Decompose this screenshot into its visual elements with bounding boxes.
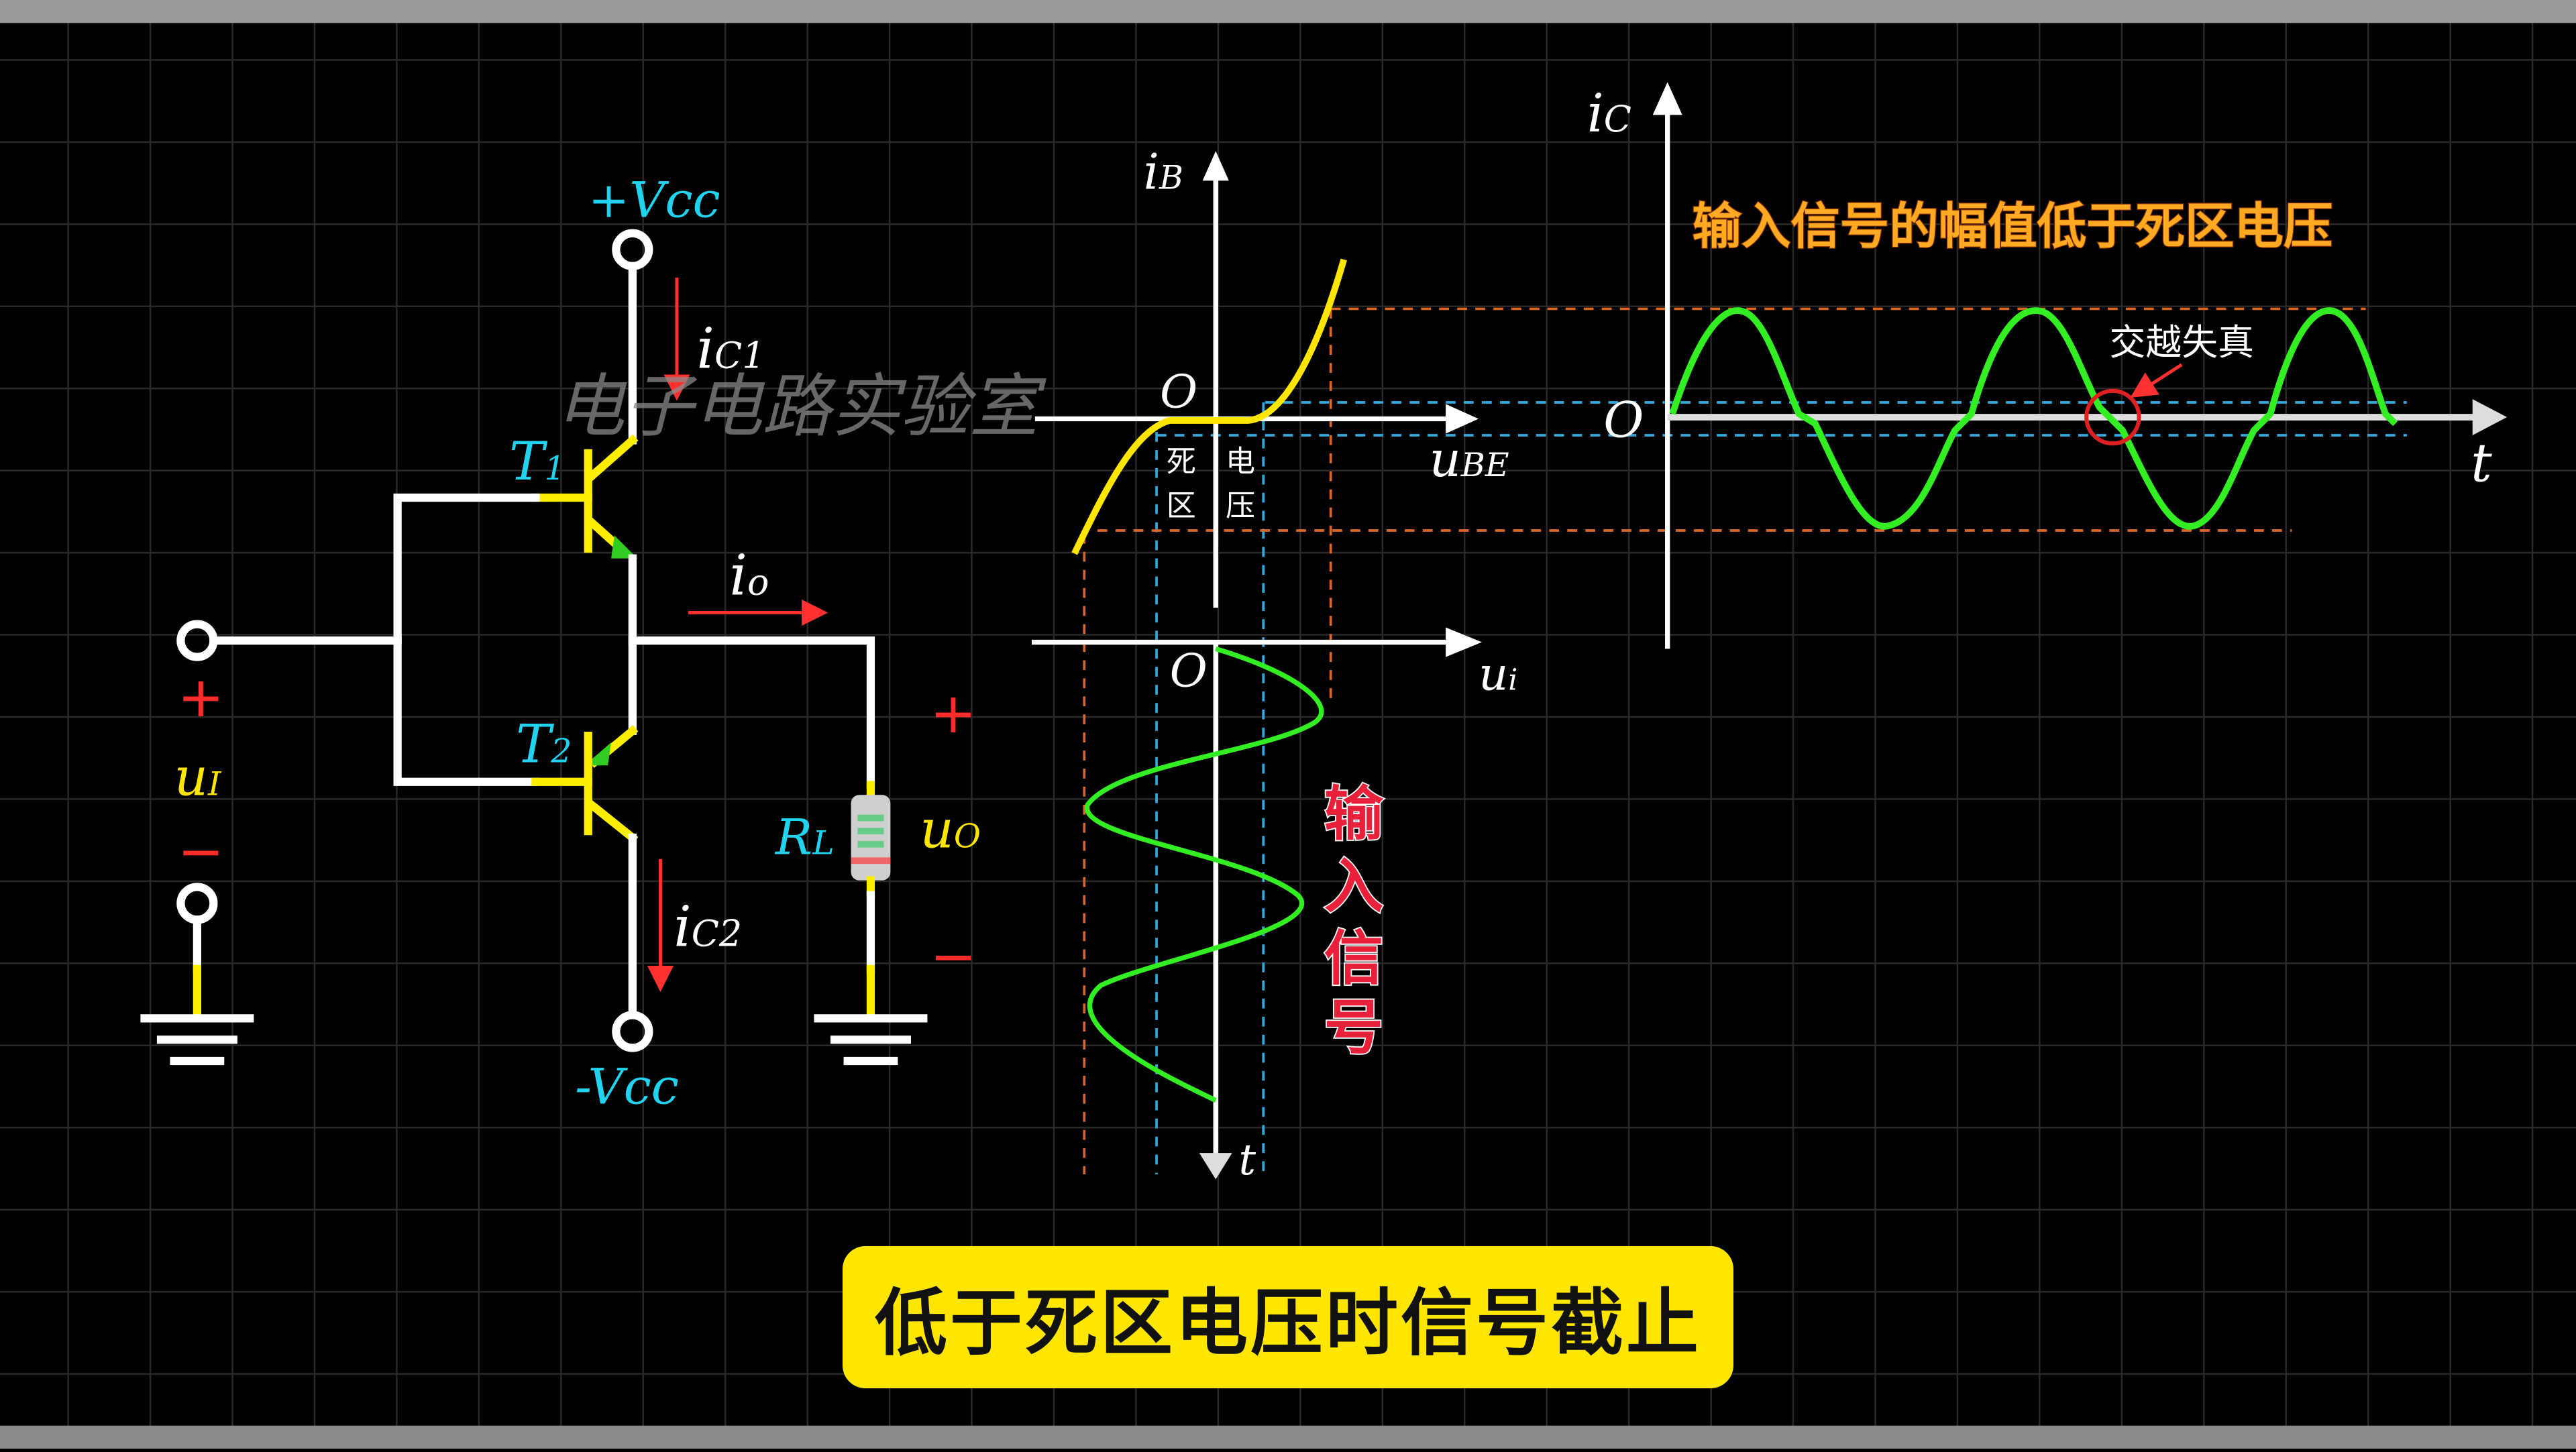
svg-text:入: 入 bbox=[1324, 851, 1383, 921]
svg-text:区: 区 bbox=[1167, 489, 1196, 523]
push-pull-circuit bbox=[140, 229, 928, 1066]
watermark: 电子电路实验室 bbox=[555, 368, 1047, 447]
t1-label: T1 bbox=[509, 431, 565, 492]
input-signal-graph: O ui t 输 入 信 号 bbox=[1031, 627, 1517, 1185]
vcc-neg-terminal bbox=[612, 1011, 653, 1052]
vcc-pos-label: +Vcc bbox=[588, 172, 720, 229]
crossover-distortion-marker bbox=[2084, 388, 2141, 446]
svg-text:ui: ui bbox=[1479, 648, 1517, 702]
input-characteristic-curve bbox=[1071, 258, 1347, 555]
dead-zone-label: 死 bbox=[1167, 445, 1196, 479]
ic-output-graph: iC O t 输入信号的幅值低于死区电压 交越失真 bbox=[1587, 82, 2508, 649]
output-plus-sign: + bbox=[930, 681, 977, 746]
svg-text:信: 信 bbox=[1324, 924, 1383, 993]
svg-text:号: 号 bbox=[1324, 992, 1383, 1062]
t1-collector bbox=[585, 434, 639, 482]
svg-text:O: O bbox=[1170, 645, 1208, 698]
top-bar bbox=[0, 0, 2576, 23]
uo-label: uO bbox=[920, 799, 981, 860]
ui-label: uI bbox=[174, 746, 222, 807]
crossover-distortion-label: 交越失真 bbox=[2109, 321, 2253, 364]
ic1-label: iC1 bbox=[696, 317, 765, 382]
ground-icon bbox=[140, 1014, 254, 1066]
annotation-arrow-icon bbox=[2130, 363, 2183, 398]
output-distorted-wave bbox=[1669, 307, 2398, 530]
input-plus-sign: + bbox=[177, 665, 224, 730]
ground-icon bbox=[814, 1014, 928, 1066]
input-minus-sign: − bbox=[177, 819, 224, 884]
caption-banner: 低于死区电压时信号截止 bbox=[843, 1246, 1733, 1388]
load-resistor bbox=[851, 795, 891, 881]
svg-text:iC: iC bbox=[1587, 83, 1631, 144]
svg-text:iB: iB bbox=[1143, 144, 1183, 201]
vcc-neg-label: -Vcc bbox=[575, 1059, 679, 1116]
svg-text:O: O bbox=[1603, 392, 1644, 449]
rl-label: RL bbox=[774, 809, 835, 866]
svg-text:电: 电 bbox=[1226, 445, 1255, 479]
caption-text: 低于死区电压时信号截止 bbox=[874, 1282, 1701, 1365]
bottom-bar bbox=[0, 1425, 2576, 1449]
svg-text:t: t bbox=[1239, 1135, 1256, 1185]
input-sine-wave bbox=[1084, 646, 1324, 1103]
ic2-label: iC2 bbox=[674, 895, 742, 960]
ic-graph-title: 输入信号的幅值低于死区电压 bbox=[1692, 198, 2332, 255]
svg-text:t: t bbox=[2471, 433, 2492, 494]
io-label: io bbox=[729, 543, 769, 608]
svg-text:O: O bbox=[1160, 365, 1197, 418]
t2-label: T2 bbox=[516, 714, 572, 775]
input-signal-label: 输 bbox=[1324, 779, 1384, 848]
output-minus-sign: − bbox=[930, 924, 977, 989]
t2-collector bbox=[586, 799, 639, 844]
svg-text:uBE: uBE bbox=[1430, 431, 1509, 488]
t1-emitter-arrow bbox=[611, 535, 638, 559]
svg-text:压: 压 bbox=[1226, 489, 1255, 523]
